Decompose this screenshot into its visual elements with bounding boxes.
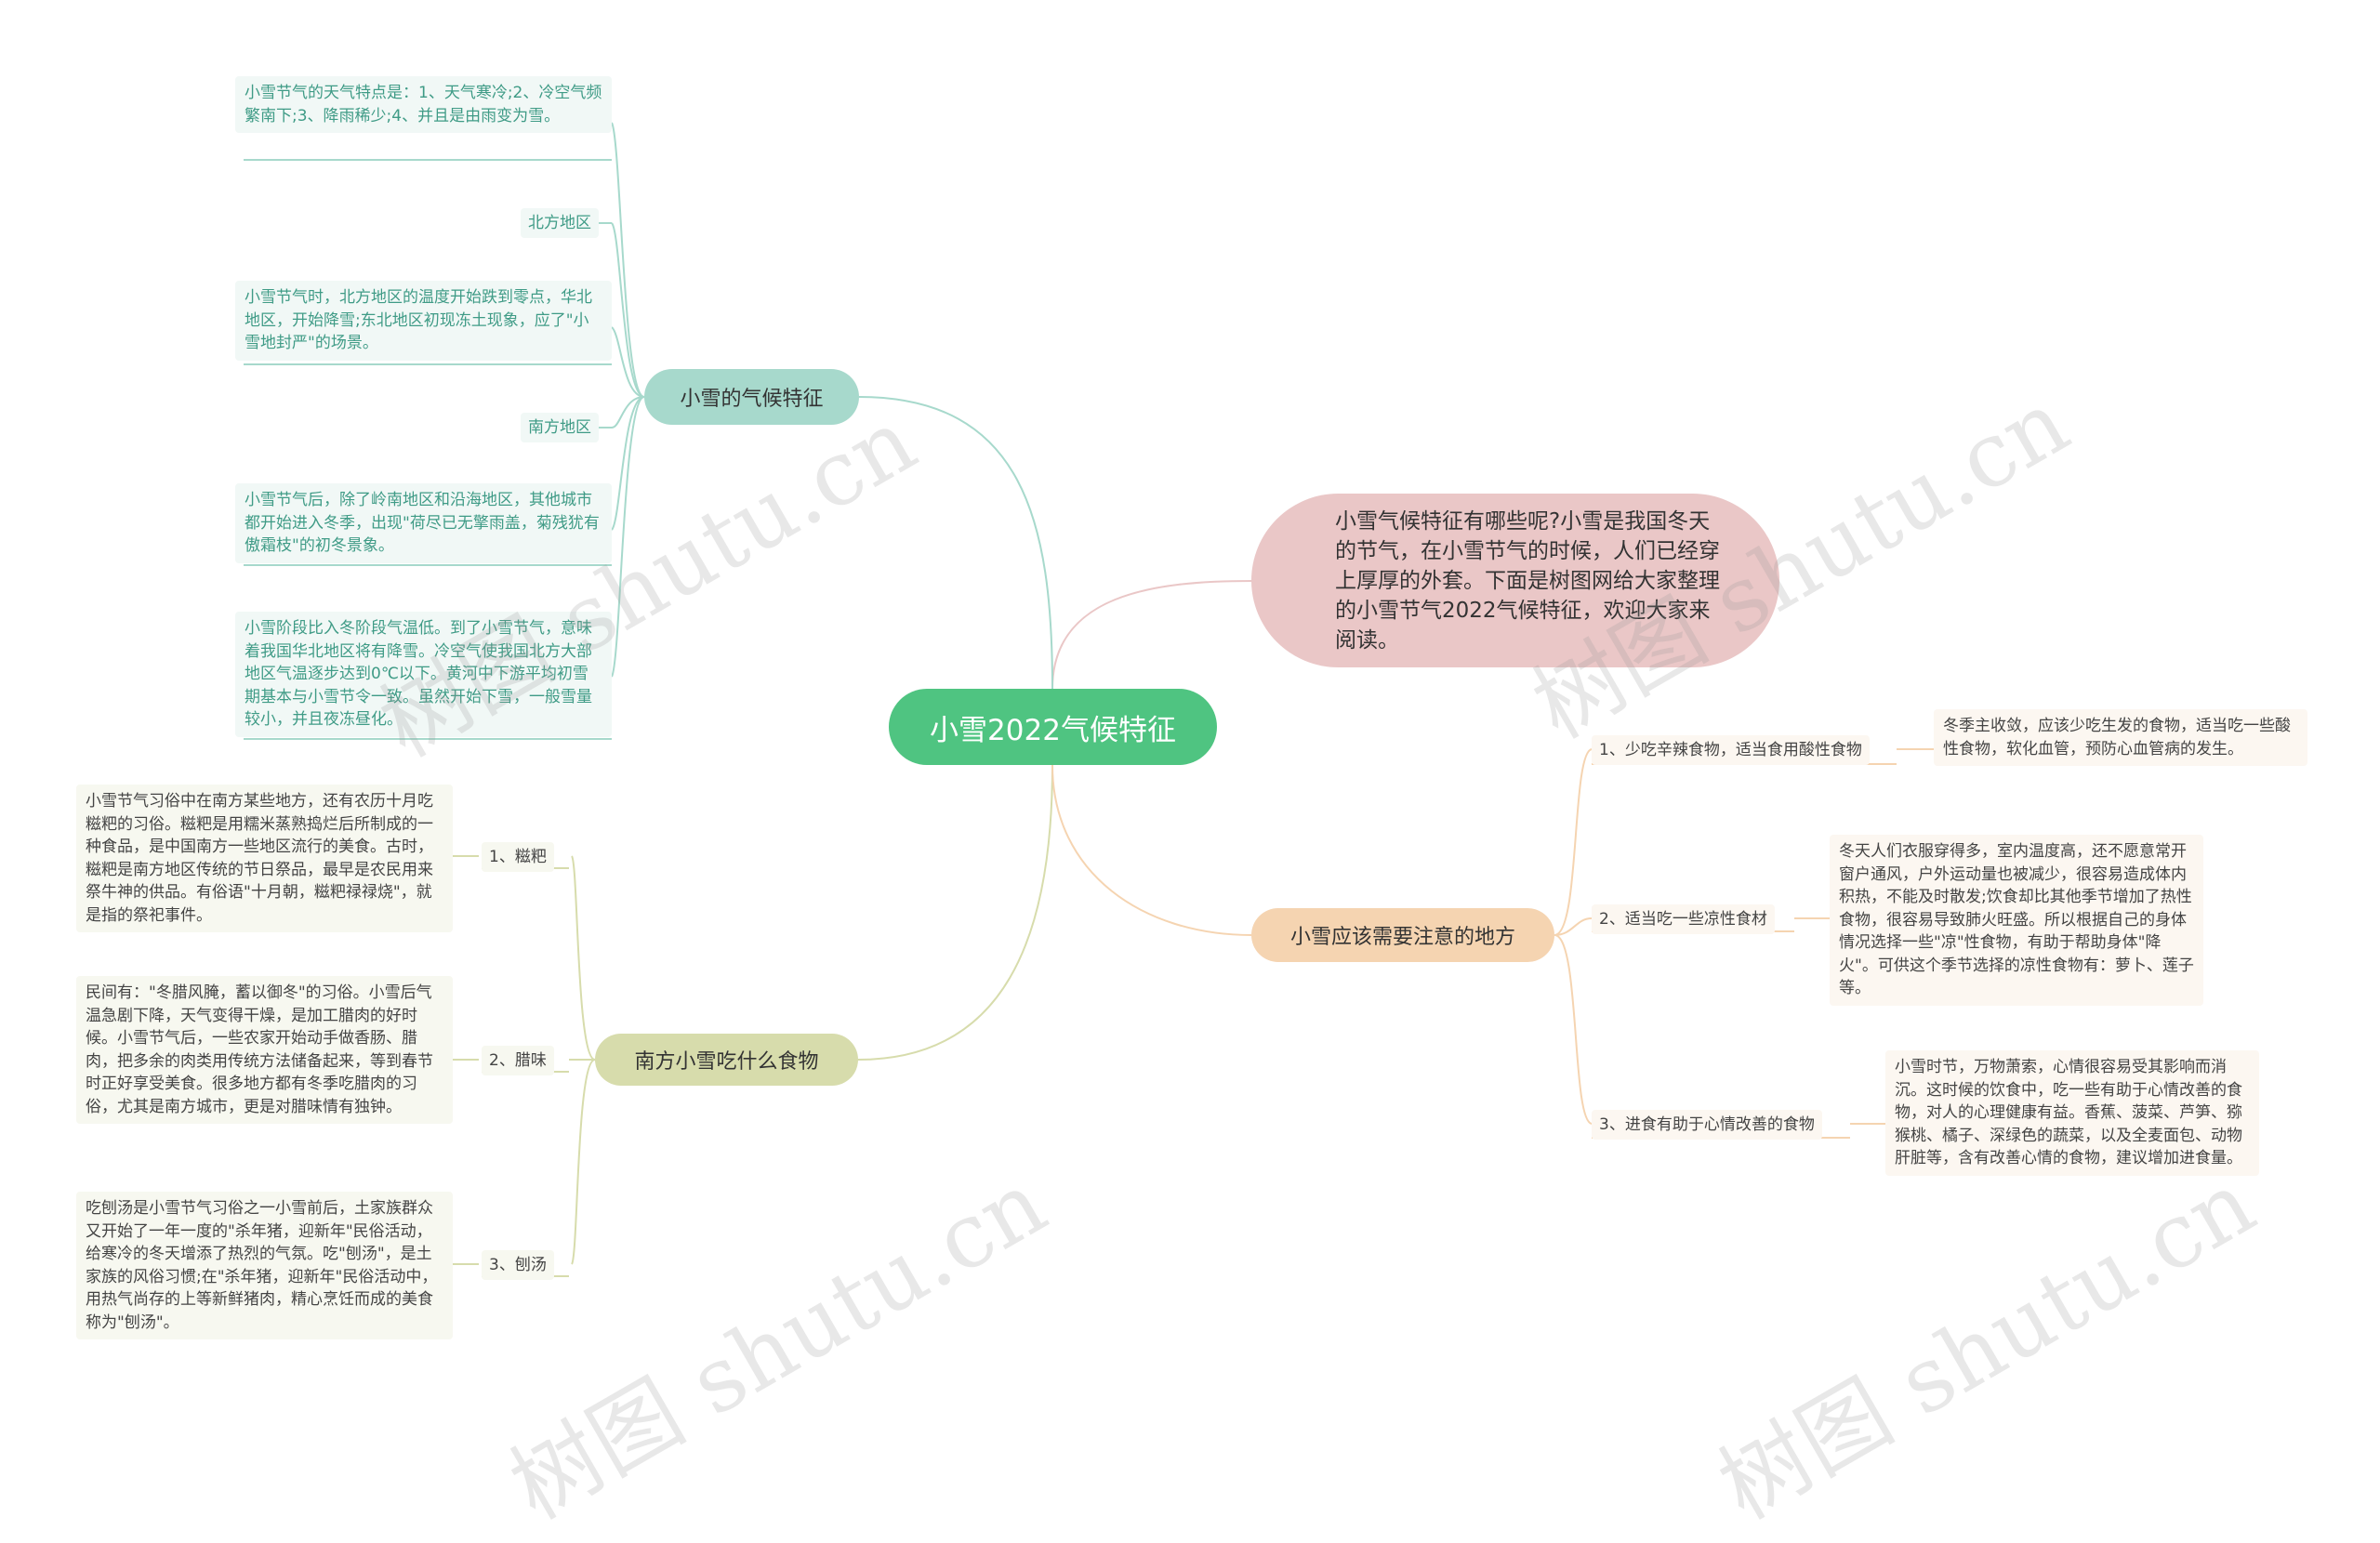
climate-label-south[interactable]: 南方地区	[521, 413, 599, 442]
connector-center-intro	[1051, 580, 1252, 690]
branch-climate-label: 小雪的气候特征	[680, 388, 824, 411]
climate-note-north[interactable]: 小雪节气时，北方地区的温度开始跌到零点，华北地区，开始降雪;东北地区初现冻土现象…	[235, 281, 612, 361]
attention-label-mood[interactable]: 3、进食有助于心情改善的食物	[1592, 1110, 1822, 1140]
food-label-paotang[interactable]: 3、刨汤	[482, 1250, 554, 1280]
food-note-lawei[interactable]: 民间有："冬腊风腌，蓄以御冬"的习俗。小雪后气温急剧下降，天气变得干燥，是加工腊…	[76, 976, 453, 1124]
intro-text: 小雪气候特征有哪些呢?小雪是我国冬天的节气，在小雪节气的时候，人们已经穿上厚厚的…	[1335, 508, 1720, 653]
attention-note-acidic[interactable]: 冬季主收敛，应该少吃生发的食物，适当吃一些酸性食物，软化血管，预防心血管病的发生…	[1934, 709, 2307, 766]
central-topic-label: 小雪2022气候特征	[930, 713, 1176, 747]
branch-food-label: 南方小雪吃什么食物	[634, 1050, 819, 1074]
food-note-paotang[interactable]: 吃刨汤是小雪节气习俗之一小雪前后，土家族群众又开始了一年一度的"杀年猪，迎新年"…	[76, 1192, 453, 1339]
food-label-lawei[interactable]: 2、腊味	[482, 1046, 554, 1075]
attention-note-mood[interactable]: 小雪时节，万物萧索，心情很容易受其影响而消沉。这时候的饮食中，吃一些有助于心情改…	[1885, 1050, 2259, 1176]
food-label-ciba[interactable]: 1、糍粑	[482, 842, 554, 872]
attention-label-acidic[interactable]: 1、少吃辛辣食物，适当食用酸性食物	[1592, 735, 1870, 765]
climate-note-weather[interactable]: 小雪节气的天气特点是：1、天气寒冷;2、冷空气频繁南下;3、降雨稀少;4、并且是…	[235, 76, 612, 133]
food-note-ciba[interactable]: 小雪节气习俗中在南方某些地方，还有农历十月吃糍粑的习俗。糍粑是用糯米蒸熟捣烂后所…	[76, 785, 453, 932]
climate-label-north[interactable]: 北方地区	[521, 208, 599, 238]
branch-attention-label: 小雪应该需要注意的地方	[1289, 926, 1515, 949]
attention-note-cooling[interactable]: 冬天人们衣服穿得多，室内温度高，还不愿意常开窗户通风，户外运动量也被减少，很容易…	[1830, 835, 2203, 1006]
connector-center-climate	[858, 396, 1053, 690]
connector-center-attention	[1051, 764, 1252, 936]
branch-attention[interactable]: 小雪应该需要注意的地方	[1251, 908, 1554, 962]
attention-label-cooling[interactable]: 2、适当吃一些凉性食材	[1592, 904, 1775, 934]
climate-note-temperature[interactable]: 小雪阶段比入冬阶段气温低。到了小雪节气，意味着我国华北地区将有降雪。冷空气使我国…	[235, 612, 612, 737]
branch-food[interactable]: 南方小雪吃什么食物	[595, 1034, 858, 1086]
central-topic[interactable]: 小雪2022气候特征	[889, 689, 1217, 765]
branch-climate[interactable]: 小雪的气候特征	[644, 369, 859, 425]
connector-center-food	[857, 764, 1053, 1061]
climate-note-south[interactable]: 小雪节气后，除了岭南地区和沿海地区，其他城市都开始进入冬季，出现"荷尽已无擎雨盖…	[235, 483, 612, 563]
intro-note[interactable]: 小雪气候特征有哪些呢?小雪是我国冬天的节气，在小雪节气的时候，人们已经穿上厚厚的…	[1251, 494, 1779, 667]
